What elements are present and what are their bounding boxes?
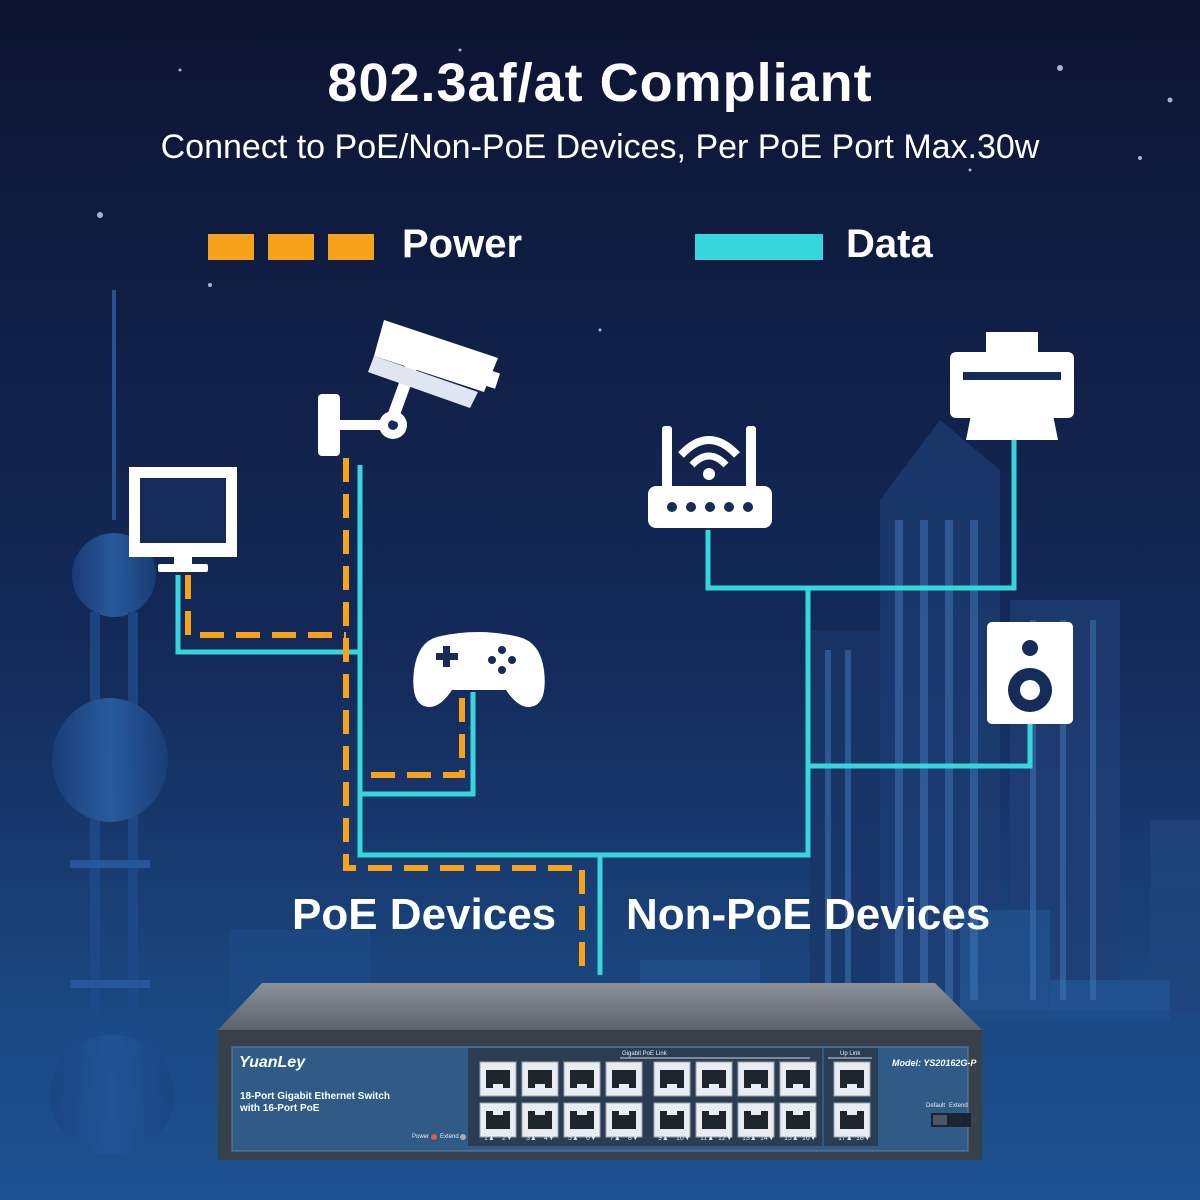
switch-brand-logo: YuanLey — [239, 1054, 306, 1071]
stars — [97, 48, 1173, 332]
rj45-port-tab — [847, 1084, 857, 1088]
legend-data-label: Data — [846, 222, 933, 266]
rj45-port-tab — [709, 1111, 719, 1115]
rj45-port-socket — [570, 1070, 594, 1088]
port-label: 3▲ — [526, 1135, 537, 1142]
rj45-port-tab — [709, 1084, 719, 1088]
port-label: 13▲ — [742, 1135, 757, 1142]
default-label: Default — [926, 1103, 946, 1109]
port-label: 16▼ — [802, 1135, 817, 1142]
rj45-port-socket — [744, 1111, 768, 1129]
port-label: 5▲ — [568, 1135, 579, 1142]
rj45-port-tab — [793, 1084, 803, 1088]
rj45-port-tab — [577, 1084, 587, 1088]
rj45-port-socket — [486, 1111, 510, 1129]
port-label: 7▲ — [610, 1135, 621, 1142]
port-label: 2▼ — [502, 1135, 513, 1142]
port-label: 10▼ — [676, 1135, 691, 1142]
wifi-router-icon — [648, 426, 772, 528]
port-label: 9▲ — [658, 1135, 669, 1142]
rj45-port-tab — [619, 1084, 629, 1088]
port-label: 18▼ — [856, 1135, 871, 1142]
rj45-port-tab — [751, 1111, 761, 1115]
extend-mode-label: Extend — [949, 1103, 968, 1109]
rj45-port-socket — [528, 1111, 552, 1129]
rj45-port-socket — [570, 1111, 594, 1129]
port-label: 11▲ — [700, 1135, 715, 1142]
printer-icon — [950, 332, 1074, 440]
port-label: 15▲ — [784, 1135, 799, 1142]
port-label: 17▲ — [838, 1135, 853, 1142]
rj45-port-socket — [702, 1070, 726, 1088]
uplink-label: Up Link — [840, 1051, 861, 1057]
legend-data-swatch — [695, 234, 823, 260]
port-label: 8▼ — [628, 1135, 639, 1142]
rj45-port-tab — [535, 1084, 545, 1088]
rj45-port-tab — [577, 1111, 587, 1115]
switch-description: 18-Port Gigabit Ethernet Switch with 16-… — [240, 1091, 391, 1114]
rj45-port-tab — [847, 1111, 857, 1115]
rj45-port-socket — [744, 1070, 768, 1088]
switch-ports — [479, 1061, 871, 1138]
switch-model: Model: YS20162G-P — [892, 1058, 977, 1068]
extend-led-label: Extend — [440, 1134, 459, 1140]
rj45-port-socket — [528, 1070, 552, 1088]
power-led — [431, 1134, 437, 1140]
rj45-port-tab — [667, 1084, 677, 1088]
rj45-port-tab — [667, 1111, 677, 1115]
rj45-port-tab — [535, 1111, 545, 1115]
gamepad-icon — [413, 632, 545, 708]
rj45-port-socket — [786, 1070, 810, 1088]
legend-power-label: Power — [402, 222, 523, 266]
data-lines — [175, 440, 1033, 975]
monitor-icon — [129, 467, 237, 572]
rj45-port-socket — [660, 1111, 684, 1129]
poe-devices-label: PoE Devices — [292, 890, 557, 939]
security-camera-icon — [318, 320, 500, 456]
poe-group-label: Gigabit PoE Link — [622, 1051, 667, 1057]
port-label: 4▼ — [544, 1135, 555, 1142]
rj45-port-tab — [793, 1111, 803, 1115]
rj45-port-socket — [660, 1070, 684, 1088]
rj45-port-tab — [493, 1111, 503, 1115]
rj45-port-socket — [786, 1111, 810, 1129]
rj45-port-socket — [486, 1070, 510, 1088]
power-lines — [185, 458, 585, 975]
page-subtitle: Connect to PoE/Non-PoE Devices, Per PoE … — [160, 128, 1040, 166]
rj45-port-socket — [702, 1111, 726, 1129]
speaker-icon — [987, 622, 1073, 724]
port-label: 6▼ — [586, 1135, 597, 1142]
page-title: 802.3af/at Compliant — [327, 53, 873, 113]
non-poe-devices-label: Non-PoE Devices — [626, 890, 991, 939]
rj45-port-tab — [619, 1111, 629, 1115]
legend-power-swatch — [208, 234, 374, 260]
port-label: 1▲ — [484, 1135, 495, 1142]
rj45-port-socket — [840, 1111, 864, 1129]
extend-led — [460, 1134, 466, 1140]
rj45-port-tab — [751, 1084, 761, 1088]
port-label: 12▼ — [718, 1135, 733, 1142]
rj45-port-socket — [612, 1111, 636, 1129]
rj45-port-socket — [612, 1070, 636, 1088]
rj45-port-tab — [493, 1084, 503, 1088]
rj45-port-socket — [840, 1070, 864, 1088]
power-led-label: Power — [412, 1134, 430, 1140]
port-label: 14▼ — [760, 1135, 775, 1142]
building-windows — [825, 520, 1096, 1010]
